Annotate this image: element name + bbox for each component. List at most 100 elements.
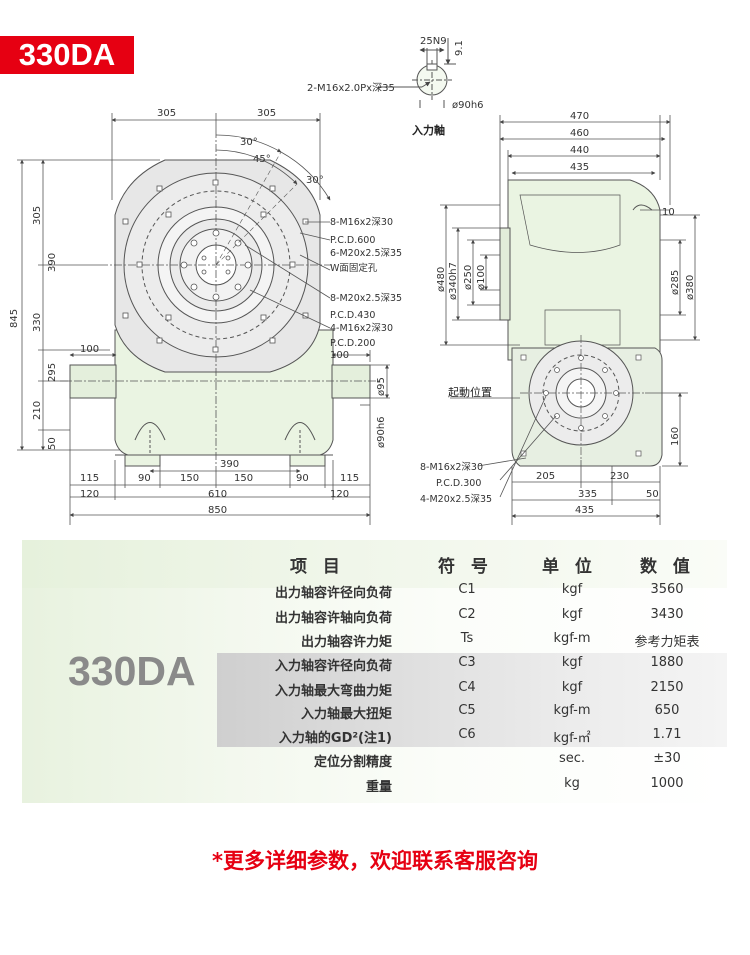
cell-value: ±30 <box>653 751 681 766</box>
dim-w-left: 305 <box>157 108 176 119</box>
cell-unit: kgf-㎡ <box>553 731 591 746</box>
cell-value: 1880 <box>650 655 684 670</box>
note-1: 8-M16x2深30 <box>330 217 393 228</box>
input-shaft-detail <box>378 38 456 108</box>
dim-side-440: 440 <box>570 145 589 156</box>
cell-unit: kgf <box>561 680 583 695</box>
cell-symbol: Ts <box>460 631 474 646</box>
dim-dia-95: ø95 <box>376 377 387 396</box>
dim-dia-100: ø100 <box>476 265 487 290</box>
spec-table: 330DA 项 目 符 号 单 位 数 值 出力轴容许径向负荷 C1 kgf 3… <box>22 540 727 803</box>
dim-stub-left: 100 <box>80 344 99 355</box>
dim-b-390: 390 <box>220 459 239 470</box>
cell-unit: kgf-m <box>553 703 591 718</box>
dim-b-90-l: 90 <box>138 473 151 484</box>
side-note-2: P.C.D.300 <box>436 478 481 489</box>
dim-stub-right: 100 <box>330 350 349 361</box>
model-badge: 330DA <box>0 36 134 74</box>
dim-side-435: 435 <box>570 162 589 173</box>
dim-h-210: 210 <box>32 401 43 420</box>
header-symbol: 符 号 <box>438 557 493 577</box>
cell-unit: kgf <box>561 655 583 670</box>
dim-h-390: 390 <box>47 253 58 272</box>
angle-2: 45° <box>253 154 271 165</box>
dim-h-845: 845 <box>9 309 20 328</box>
dim-b-115-r: 115 <box>340 473 359 484</box>
dim-h-50: 50 <box>47 437 58 450</box>
side-dimensions <box>440 115 700 525</box>
cell-item: 入力轴容许径向负荷 <box>274 659 392 674</box>
cell-item: 出力轴容许力矩 <box>300 635 392 650</box>
cell-item: 入力轴最大弯曲力矩 <box>274 684 392 699</box>
dim-b-610: 610 <box>208 489 227 500</box>
key-depth-label: 9.1 <box>454 40 465 56</box>
spec-table-header-band <box>22 540 727 588</box>
cell-symbol: C1 <box>458 582 476 597</box>
note-5: 8-M20x2.5深35 <box>330 293 402 304</box>
cell-unit: sec. <box>558 751 586 766</box>
header-item: 项 目 <box>290 557 345 577</box>
spec-model-title: 330DA <box>68 648 196 694</box>
front-dimensions <box>17 113 390 525</box>
note-8: P.C.D.200 <box>330 338 375 349</box>
note-2: P.C.D.600 <box>330 235 375 246</box>
shaft-dia-label: ø90h6 <box>452 100 484 111</box>
shaft-caption: 入力軸 <box>412 123 445 137</box>
cell-item: 重量 <box>365 780 392 795</box>
key-width-label: 25N9 <box>420 36 447 47</box>
cell-value: 650 <box>654 703 680 718</box>
side-note-1: 8-M16x2深30 <box>420 462 483 473</box>
dim-dia-250: ø250 <box>463 265 474 290</box>
dim-dia-340: ø340h7 <box>448 262 459 300</box>
cell-item: 入力轴最大扭矩 <box>300 707 392 722</box>
dim-b-150-l: 150 <box>180 473 199 484</box>
cell-item: 入力轴的GD²(注1) <box>278 731 392 746</box>
angle-3: 30° <box>306 175 324 186</box>
tap-label: 2-M16x2.0Px深35 <box>307 82 395 94</box>
dim-h-295: 295 <box>47 363 58 382</box>
dim-h-305: 305 <box>32 206 43 225</box>
cell-unit: kgf <box>561 582 583 597</box>
cell-value: 1.71 <box>652 727 682 742</box>
angle-1: 30° <box>240 137 258 148</box>
cell-symbol: C3 <box>458 655 476 670</box>
start-position-label: 起動位置 <box>448 385 492 399</box>
dim-dia-285: ø285 <box>670 270 681 295</box>
cell-unit: kg <box>564 776 580 791</box>
dim-side-460: 460 <box>570 128 589 139</box>
cell-unit: kgf-m <box>553 631 591 646</box>
cell-symbol: C5 <box>458 703 476 718</box>
note-6: P.C.D.430 <box>330 310 375 321</box>
note-7: 4-M16x2深30 <box>330 323 393 334</box>
dim-b-850: 850 <box>208 505 227 516</box>
cell-item: 出力轴容许轴向负荷 <box>274 611 392 626</box>
dim-side-230: 230 <box>610 471 629 482</box>
cell-unit: kgf <box>561 607 583 622</box>
cell-value: 3560 <box>650 582 684 597</box>
dim-side-50: 50 <box>646 489 659 500</box>
front-leaders <box>244 221 331 329</box>
front-view <box>60 130 382 470</box>
side-view <box>499 179 663 467</box>
cell-item: 定位分割精度 <box>313 755 392 770</box>
cell-value: 1000 <box>650 776 684 791</box>
cell-symbol: C2 <box>458 607 476 622</box>
dim-b-120-r: 120 <box>330 489 349 500</box>
note-4: W面固定孔 <box>330 262 378 274</box>
dim-b-90-r: 90 <box>296 473 309 484</box>
cell-value: 3430 <box>650 607 684 622</box>
header-value: 数 值 <box>640 557 695 577</box>
dim-side-160: 160 <box>670 427 681 446</box>
dim-side-470: 470 <box>570 111 589 122</box>
dim-dia-90: ø90h6 <box>376 416 387 448</box>
side-note-3: 4-M20x2.5深35 <box>420 494 492 505</box>
header-unit: 单 位 <box>542 557 597 577</box>
dim-b-150-r: 150 <box>234 473 253 484</box>
technical-drawing: 25N9 9.1 2-M16x2.0Px深35 ø90h6 入力軸 <box>9 36 700 525</box>
cell-value: 参考力矩表 <box>634 635 700 650</box>
dim-dia-480: ø480 <box>436 267 447 292</box>
dim-side-335: 335 <box>578 489 597 500</box>
cell-value: 2150 <box>650 680 684 695</box>
dim-b-120-l: 120 <box>80 489 99 500</box>
spec-table-highlight-band <box>217 653 727 747</box>
